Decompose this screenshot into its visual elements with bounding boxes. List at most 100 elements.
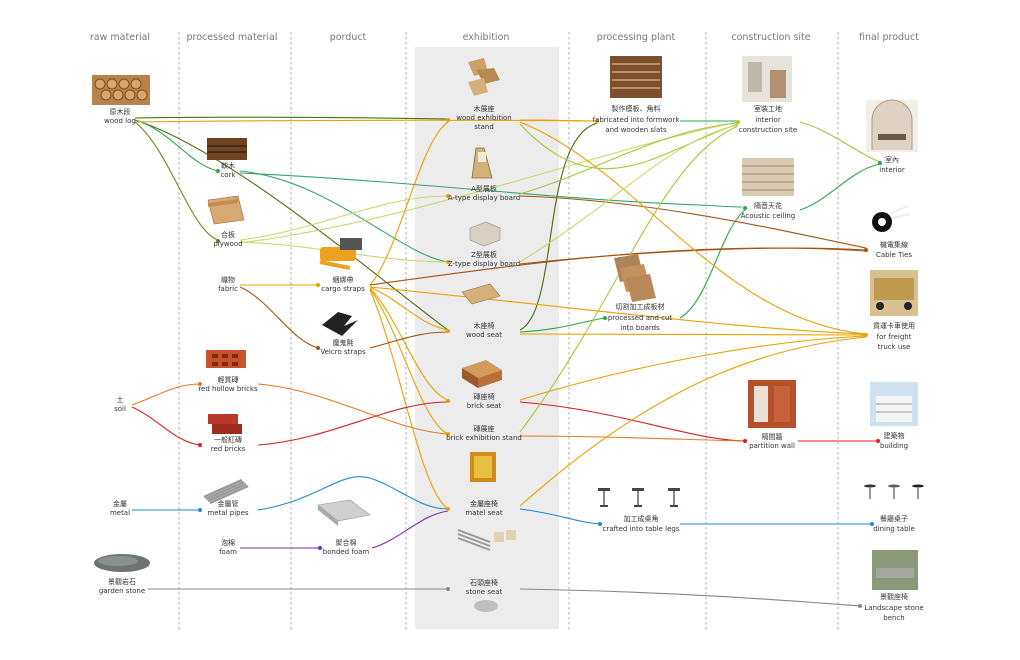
label-table-legs-zh: 加工成桌角: [624, 514, 659, 523]
label-freight-en1: for freight: [877, 333, 912, 341]
label-cork-zh: 軟木: [221, 161, 235, 170]
label-z-board-en: Z-type display board: [448, 260, 520, 268]
label-cable-ties-en: Cable Ties: [876, 251, 912, 259]
label-velcro-zh: 魔鬼氈: [333, 338, 354, 347]
flow-cargo-to-stand: [369, 121, 449, 286]
header-raw-material: raw material: [90, 32, 150, 43]
header-exhibition: exhibition: [463, 32, 510, 43]
flow-plywood-to-a-board: [239, 195, 449, 241]
label-interior-en: interior: [879, 166, 905, 174]
column-headers: raw material processed material porduct …: [90, 32, 919, 43]
exhibition-band: [415, 47, 559, 629]
label-wood-stand-zh: 木展座: [474, 104, 495, 113]
partition-wall-image: [748, 380, 796, 428]
cargo-straps-image: [319, 238, 362, 270]
flow-pipes-to-metal-seat: [257, 476, 449, 511]
flow-metal-seat-to-freight: [519, 336, 867, 507]
header-construction-site: construction site: [731, 32, 810, 43]
label-cargo-straps-zh: 綑綁帶: [333, 275, 354, 284]
label-stone-bench-en1: Landscape stone: [864, 604, 923, 612]
label-velcro-en: Velcro straps: [320, 348, 366, 356]
flow-metal-seat-to-table-legs: [519, 508, 601, 525]
label-formwork-zh: 製作模板、角料: [612, 104, 661, 113]
flow-seat-to-freight: [519, 333, 867, 336]
labels: 原木段 wood log 土 soil 金屬 metal 景觀岩石 garden…: [99, 104, 924, 622]
label-freight-en2: truck use: [878, 343, 911, 351]
label-cut-boards-zh: 切割加工成板材: [616, 302, 665, 311]
label-interior-site-zh: 室裝工地: [754, 104, 782, 113]
flow-red-to-brick-seat: [257, 401, 449, 446]
label-metal-seat-zh: 金屬座椅: [470, 499, 498, 508]
label-cargo-straps-en: cargo straps: [321, 285, 365, 293]
a-type-board-image: [471, 147, 493, 179]
label-metal-en: metal: [110, 509, 130, 517]
acoustic-ceiling-image: [742, 158, 794, 196]
label-foam-zh: 泡棉: [221, 538, 235, 547]
flow-brick-seat-to-partition: [519, 401, 746, 442]
label-cable-ties-zh: 機電集線: [880, 240, 908, 249]
label-formwork-en2: and wooden slats: [605, 126, 667, 134]
metal-pipes-image: [203, 478, 249, 505]
red-hollow-bricks-image: [206, 350, 246, 368]
interior-site-image: [742, 56, 792, 102]
label-partition-en: partition wall: [749, 442, 795, 450]
label-red-bricks-zh: 一般紅磚: [214, 435, 242, 444]
label-brick-stand-zh: 磚展座: [474, 424, 495, 433]
bonded-foam-image: [317, 499, 371, 526]
label-brick-seat-en: brick seat: [467, 402, 502, 410]
label-building-zh: 建築物: [884, 431, 905, 440]
label-acoustic-zh: 隔音天花: [754, 201, 782, 210]
garden-stone-image: [94, 554, 150, 572]
flow-stand-to-freight: [519, 121, 867, 335]
flow-soil-to-red-bricks: [131, 406, 201, 446]
flow-z-board-to-interior-site: [519, 124, 739, 263]
label-soil-zh: 土: [117, 395, 124, 404]
stone-seat-image: [474, 600, 498, 612]
label-formwork-en1: fabricated into formwork: [593, 116, 681, 124]
wood-log-image: [92, 75, 150, 105]
label-interior-site-en1: interior: [755, 116, 781, 124]
flow-cargo-to-brick-stand: [369, 288, 449, 435]
label-stone-seat-zh: 石頭座椅: [470, 578, 498, 587]
flow-bonded-to-metal-seat: [371, 510, 449, 549]
label-hollow-bricks-zh: 輕質磚: [218, 375, 239, 384]
header-final-product: final product: [859, 32, 919, 43]
freight-truck-image: [870, 270, 918, 316]
flow-cut-boards-to-acoustic: [679, 209, 746, 319]
metal-seat-image: [470, 452, 496, 482]
red-bricks-image: [208, 414, 242, 434]
label-cut-boards-en1: processed and cut: [608, 314, 673, 322]
flow-brick-seat-to-freight: [519, 335, 867, 401]
label-wood-seat-en: wood seat: [466, 331, 502, 339]
label-garden-stone-zh: 景觀岩石: [108, 577, 136, 586]
label-wood-seat-zh: 木座椅: [474, 321, 495, 330]
flow-velcro-to-seat: [369, 331, 449, 349]
label-stone-seat-en: stone seat: [466, 588, 503, 596]
flow-stand-to-interior-site: [519, 123, 739, 170]
plywood-image: [207, 195, 245, 225]
cut-boards-image: [614, 254, 656, 302]
wood-seat-image: [461, 283, 501, 305]
label-z-board-zh: Z型展板: [471, 250, 497, 259]
label-cork-en: cork: [220, 171, 236, 179]
label-garden-stone-en: garden stone: [99, 587, 145, 595]
flow-wood-log-to-cork: [134, 119, 219, 172]
flow-z-to-cable: [519, 247, 867, 265]
label-stone-bench-zh: 景觀座椅: [880, 592, 908, 601]
label-bonded-foam-en: bonded foam: [323, 548, 370, 556]
flow-brick-stand-to-partition: [519, 435, 746, 442]
flow-acoustic-to-interior: [799, 163, 881, 211]
label-hollow-bricks-en: red hollow bricks: [198, 385, 258, 393]
formwork-plant-image: [610, 56, 662, 98]
building-image: [870, 382, 918, 426]
label-wood-log-zh: 原木段: [110, 107, 131, 116]
flow-hollow-to-brick-stand: [257, 383, 449, 435]
label-metal-pipes-en: metal pipes: [207, 509, 248, 517]
flow-wood-log-to-seat: [134, 119, 449, 331]
flow-cargo-to-metal-seat: [369, 289, 449, 510]
label-table-legs-en: crafted into table legs: [602, 525, 679, 533]
flow-seat-to-cut-boards: [519, 317, 606, 333]
table-legs-image: [598, 488, 680, 507]
stone-bench-image: [872, 550, 918, 590]
